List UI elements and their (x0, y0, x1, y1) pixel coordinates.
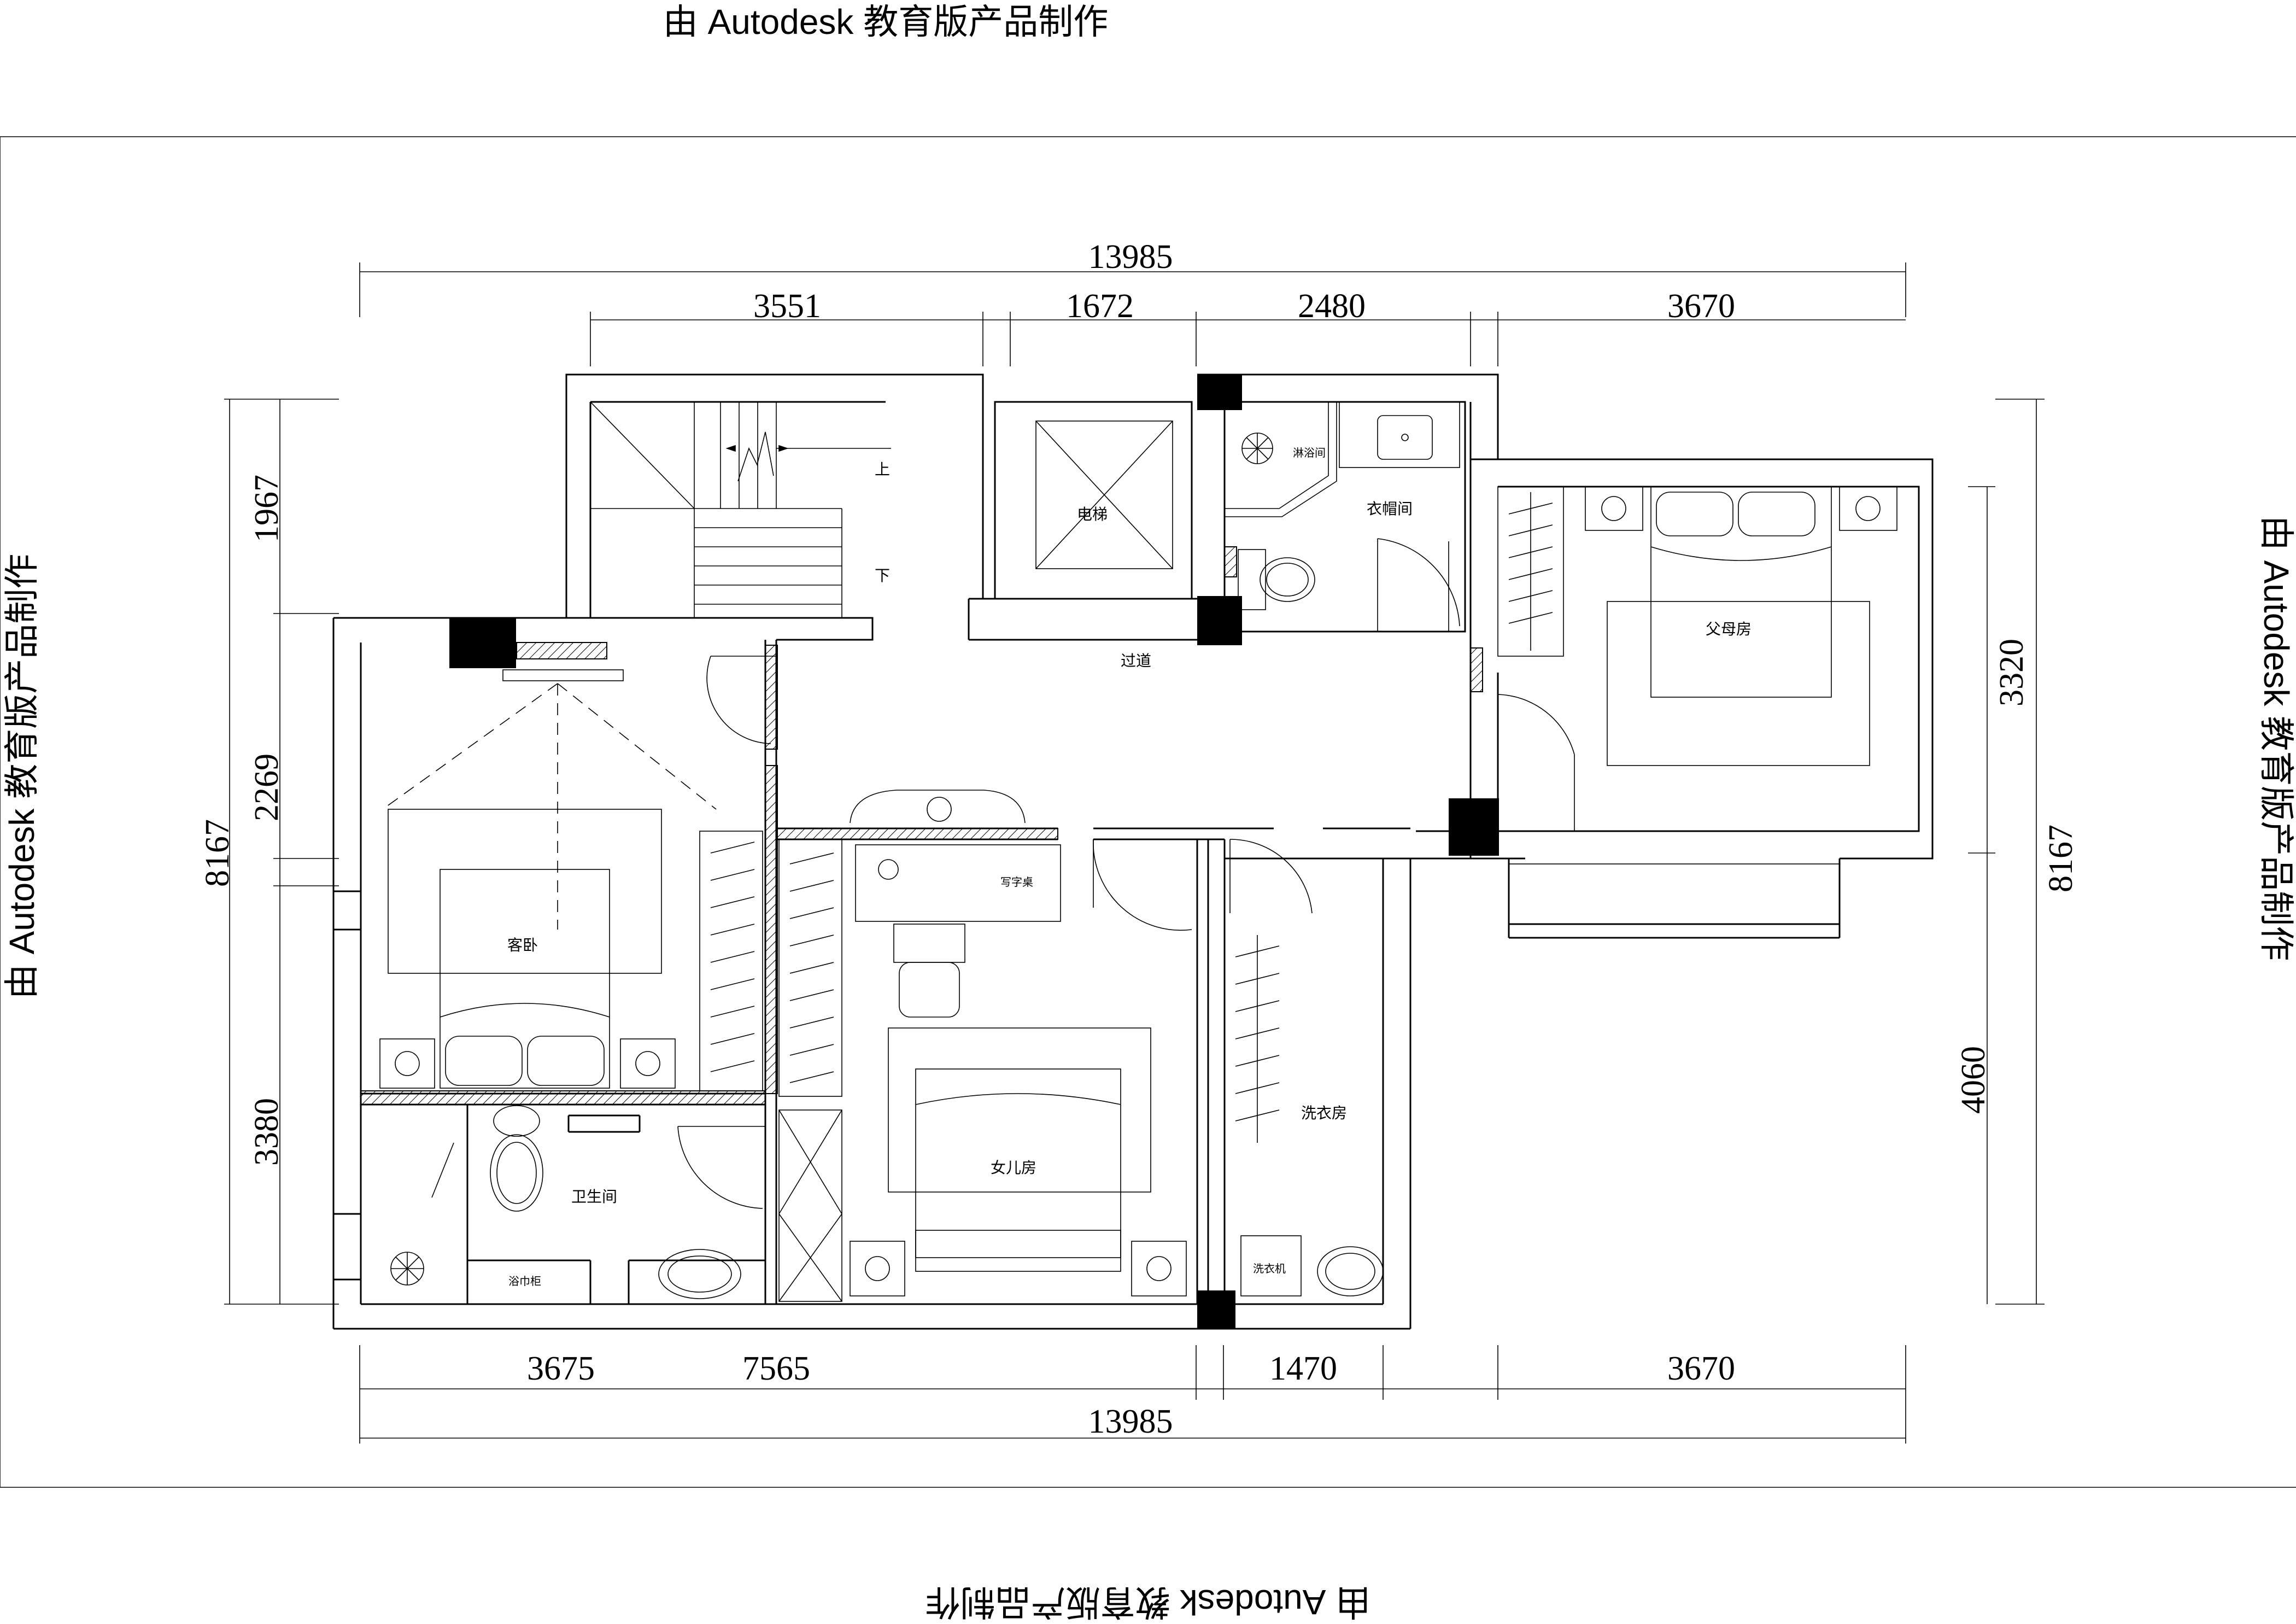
parents-balcony (1508, 863, 1840, 925)
dim-left-1: 1967 (248, 475, 285, 542)
parents-wardrobe (1497, 486, 1564, 657)
dim-bottom-total: 13985 (1088, 1403, 1173, 1440)
guest-tv-projection (382, 669, 717, 930)
elevator-shaft (1035, 420, 1173, 569)
bathroom-door (677, 1126, 765, 1209)
drawing-frame (0, 136, 2296, 1488)
dim-bottom-1: 3675 (527, 1350, 595, 1387)
toilet-cloak (1238, 549, 1315, 610)
dim-right-1: 3320 (1993, 639, 2030, 706)
staircase (590, 401, 891, 618)
bathroom-basin (658, 1249, 741, 1299)
watermark-right: 由 Autodesk 教育版产品制作 (2257, 516, 2296, 961)
dimension-lines (224, 262, 2045, 1444)
door-corridor-guest (706, 656, 776, 744)
wash-basin-cloak (1339, 401, 1460, 468)
daughters-door (1093, 839, 1192, 931)
guest-wardrobe (699, 831, 763, 1091)
dim-top-2: 1672 (1066, 288, 1134, 325)
hatched-walls (360, 546, 1483, 1105)
room-elevator: 电梯 (1077, 506, 1108, 523)
bathroom-toilet (490, 1105, 543, 1212)
dim-top-4: 3670 (1667, 288, 1735, 325)
stair-up-label: 上 (875, 462, 890, 478)
laundry-door (1229, 839, 1313, 914)
room-bathroom: 卫生间 (571, 1188, 617, 1206)
washing-machine (1240, 1235, 1384, 1296)
parents-bed (1607, 486, 1870, 766)
dim-bottom-3: 1470 (1269, 1350, 1337, 1387)
walls (332, 373, 1934, 1330)
shower-area (1225, 402, 1337, 517)
door-parents (1497, 694, 1575, 831)
guest-nightstands (379, 1038, 676, 1089)
room-laundry: 洗衣房 (1301, 1105, 1347, 1122)
parents-nightstands (1585, 486, 1897, 531)
dim-left-3: 3380 (248, 1098, 285, 1166)
room-corridor: 过道 (1121, 652, 1151, 670)
washing-machine-label: 洗衣机 (1253, 1263, 1286, 1275)
bathroom-shower-head (390, 1142, 454, 1286)
guest-bed (388, 809, 662, 1089)
watermark-bottom: 由 Autodesk 教育版产品制作 (926, 1582, 1370, 1622)
room-shower: 淋浴间 (1293, 447, 1326, 459)
stair-down-label: 下 (875, 568, 890, 585)
watermark-top: 由 Autodesk 教育版产品制作 (663, 2, 1108, 42)
dim-right-2: 4060 (1955, 1046, 1992, 1114)
door-cloak (1377, 538, 1460, 632)
towel-cabinet-label: 浴巾柜 (508, 1275, 541, 1288)
daughters-nightstands (850, 1241, 1187, 1296)
watermark-left: 由 Autodesk 教育版产品制作 (2, 554, 42, 999)
dim-bottom-2: 7565 (742, 1350, 810, 1387)
dim-left-total: 8167 (199, 819, 236, 887)
desk-label: 写字桌 (1000, 876, 1033, 889)
dim-top-total: 13985 (1088, 238, 1173, 276)
daughters-desk (850, 790, 1061, 1018)
dim-bottom-4: 3670 (1667, 1350, 1735, 1387)
room-daughters: 女儿房 (991, 1159, 1036, 1177)
dim-left-2: 2269 (248, 753, 285, 821)
dim-top-3: 2480 (1298, 288, 1366, 325)
daughters-wardrobe (778, 839, 842, 1302)
laundry-rack (1235, 935, 1280, 1143)
daughters-bed (888, 1027, 1151, 1272)
columns (449, 375, 1499, 1329)
dim-top-1: 3551 (753, 288, 821, 325)
room-cloakroom: 衣帽间 (1367, 500, 1413, 518)
dim-right-total: 8167 (2042, 825, 2080, 892)
room-guest-bedroom: 客卧 (507, 937, 538, 954)
room-parents: 父母房 (1706, 621, 1752, 638)
